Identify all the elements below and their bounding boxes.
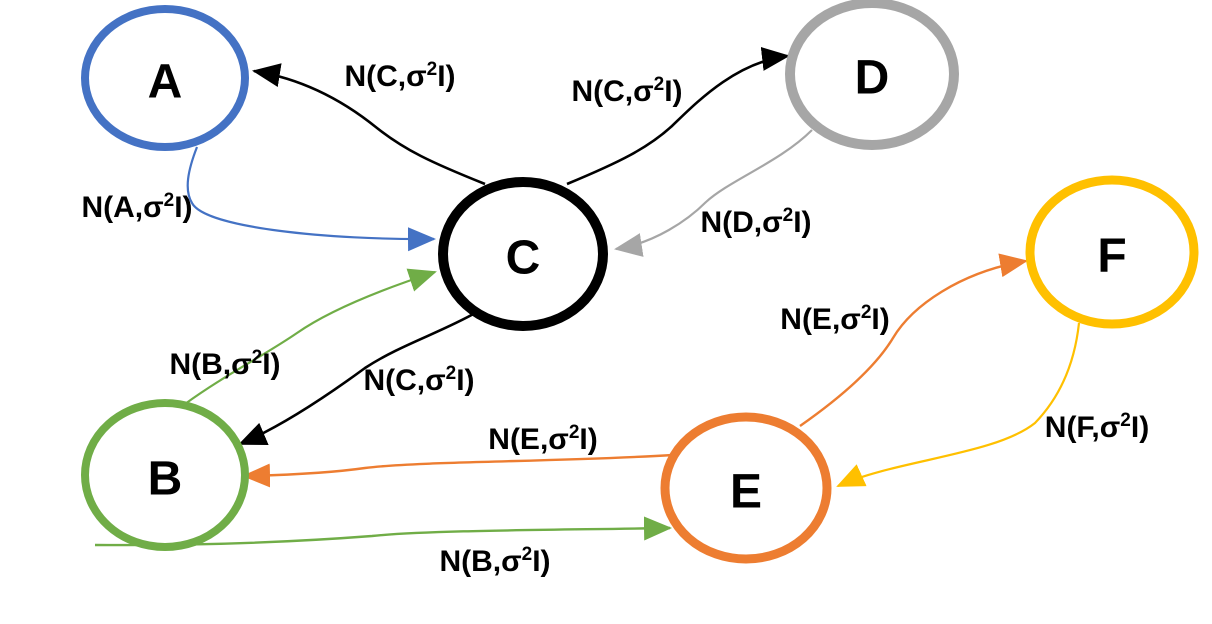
node-D: D <box>785 0 959 150</box>
node-B-label: B <box>148 453 183 506</box>
node-C: C <box>438 177 608 331</box>
node-A-circle <box>81 5 249 151</box>
edge-A-to-C-label: N(A,σ2I) <box>81 190 192 224</box>
edge-C-to-A-label: N(C,σ2I) <box>344 59 455 93</box>
node-B: B <box>81 399 249 551</box>
edge-C-to-D-path <box>566 47 790 186</box>
node-D-label: D <box>855 52 890 105</box>
node-A-label: A <box>148 56 183 109</box>
edge-B-to-C-label: N(B,σ2I) <box>169 347 280 381</box>
edge-C-to-D-label: N(C,σ2I) <box>571 74 682 108</box>
node-F-circle <box>1025 175 1199 329</box>
edges-layer <box>94 47 1081 547</box>
node-E-circle <box>660 412 832 564</box>
node-F-label: F <box>1097 230 1126 283</box>
node-E-label: E <box>730 466 762 519</box>
node-C-label: C <box>506 232 541 285</box>
edge-E-to-B-path <box>242 453 674 488</box>
edge-E-to-F-label: N(E,σ2I) <box>780 302 889 336</box>
edge-D-to-C-label: N(D,σ2I) <box>700 205 811 239</box>
edge-E-to-F-path <box>799 253 1028 427</box>
edge-B-to-E-label: N(B,σ2I) <box>439 544 550 578</box>
nodes-layer: A B C D E F <box>81 0 1199 564</box>
node-C-circle <box>438 177 608 331</box>
edge-E-to-B-label: N(E,σ2I) <box>488 422 597 456</box>
edge-D-to-C-path <box>614 129 813 257</box>
edge-F-to-E-label: N(F,σ2I) <box>1045 410 1149 444</box>
node-B-circle <box>81 399 249 551</box>
edge-B-to-E-path <box>94 516 672 547</box>
node-F: F <box>1025 175 1199 329</box>
edge-C-to-A-path <box>252 63 486 186</box>
node-D-circle <box>785 0 959 150</box>
edge-A-to-C-path <box>186 146 436 252</box>
edge-F-to-E-path <box>836 322 1081 488</box>
edge-C-to-B-label: N(C,σ2I) <box>363 363 474 397</box>
edge-C-to-B-path <box>238 310 478 446</box>
edge-labels-layer: N(C,σ2I) N(C,σ2I) N(A,σ2I) N(D,σ2I) N(B,σ2I)… <box>81 59 1149 578</box>
edge-B-to-C-path <box>184 268 437 405</box>
node-E: E <box>660 412 832 564</box>
node-A: A <box>81 5 249 151</box>
